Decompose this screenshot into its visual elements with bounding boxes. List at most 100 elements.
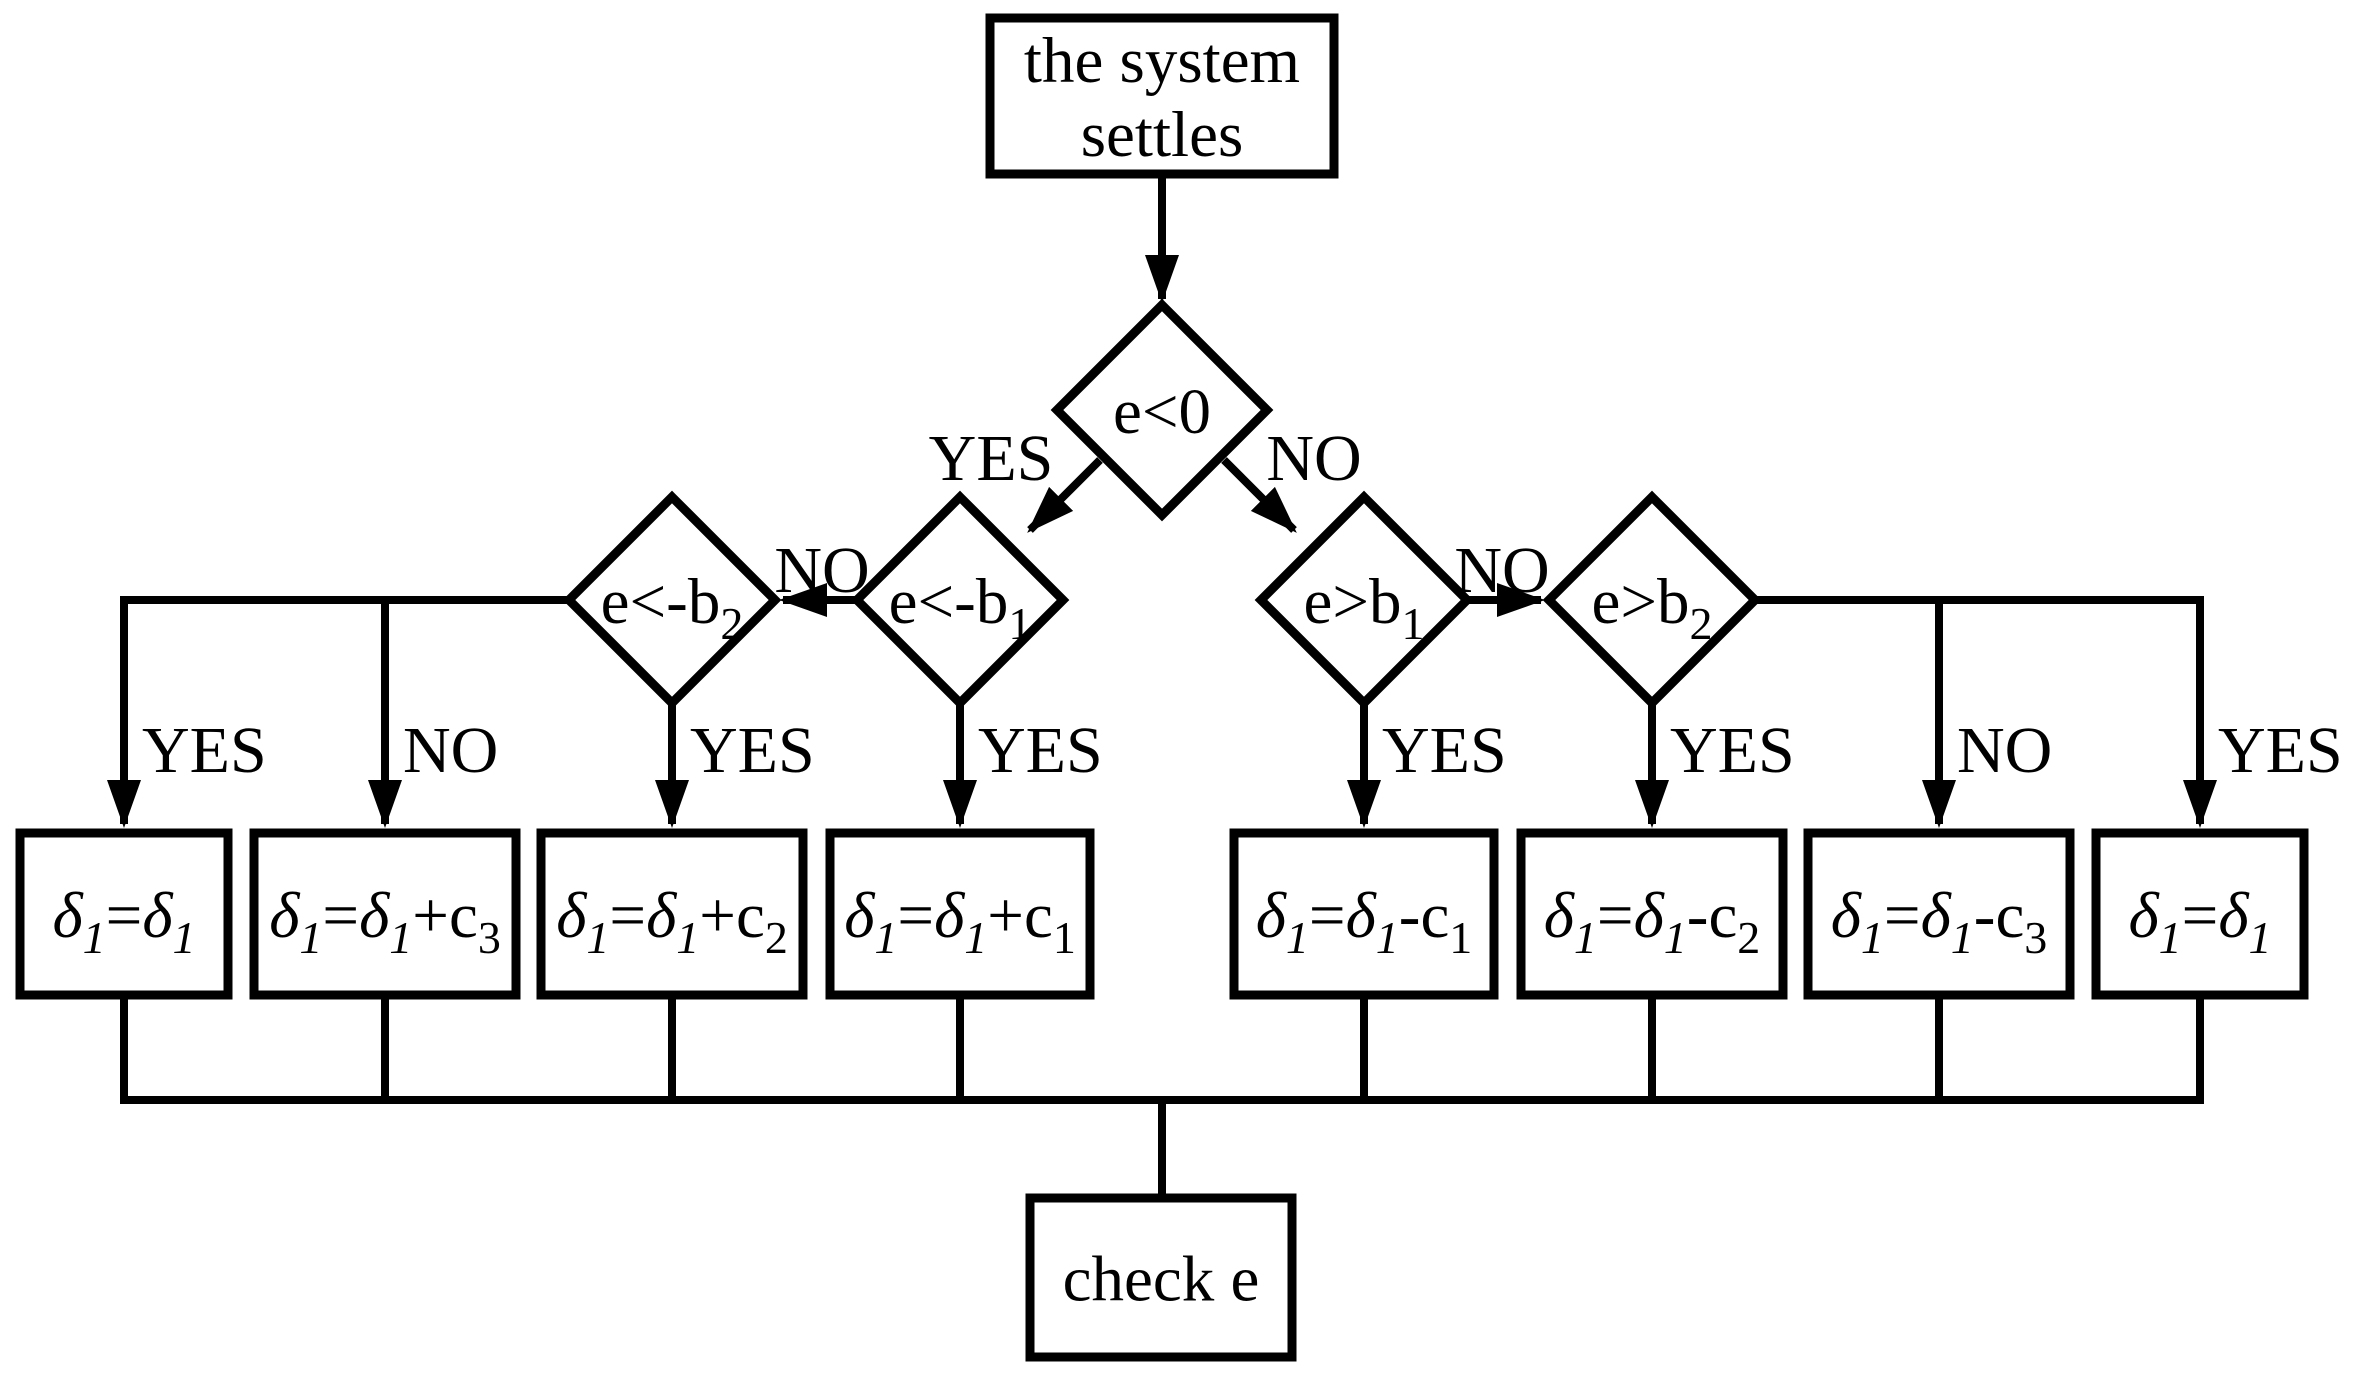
text-run: 2 — [1690, 598, 1713, 649]
edge-label-no-l6: NO — [403, 714, 498, 787]
text-run: e<0 — [1113, 376, 1211, 448]
text-run: δ — [1346, 880, 1378, 952]
decision-e-lt-neg-b1-shape — [850, 490, 1070, 710]
text-run: = — [322, 880, 359, 952]
text-run: 1 — [874, 912, 897, 963]
text-run: = — [2182, 880, 2219, 952]
edge-label-yes-l12: YES — [2218, 714, 2343, 787]
text-run: 1 — [676, 912, 699, 963]
text-run: 2 — [1737, 912, 1760, 963]
decision-e-gt-b2: e>b2 — [1542, 490, 1762, 710]
decision-e-lt-neg-b2-shape — [562, 490, 782, 710]
action-delta-minus-c2-shape — [1516, 828, 1788, 1000]
edge-label-yes-l7: YES — [690, 714, 815, 787]
text-run: 1 — [964, 912, 987, 963]
decision-e-lt-neg-b1-text: e<-b1 — [889, 566, 1032, 649]
edge-label-yes-l5: YES — [142, 714, 267, 787]
decision-e-gt-b2-shape — [1542, 490, 1762, 710]
action-delta-minus-c1-shape — [1229, 828, 1499, 1000]
text-run: δ — [1831, 880, 1863, 952]
text-run: -c — [1687, 880, 1738, 952]
text-run: e>b — [1303, 566, 1401, 638]
action-delta-unchanged-right-shape — [2091, 828, 2309, 1000]
edge-e0-no-diagonal — [1221, 457, 1297, 533]
action-delta-minus-c3-text: δ1=δ1-c3 — [1831, 880, 2048, 963]
text-run: 1 — [1449, 912, 1472, 963]
text-run: 1 — [1861, 912, 1884, 963]
edges-layer — [107, 174, 2217, 1198]
text-run: 1 — [2159, 912, 2182, 963]
action-delta-minus-c1: δ1=δ1-c1 — [1229, 828, 1499, 1000]
text-run: +c — [699, 880, 765, 952]
text-run: 2 — [765, 912, 788, 963]
text-run: check e — [1063, 1244, 1260, 1316]
edge-right-rail-yes — [1755, 596, 2217, 828]
action-delta-minus-c2: δ1=δ1-c2 — [1516, 828, 1788, 1000]
text-run: δ — [2128, 880, 2160, 952]
text-run: -c — [1974, 880, 2025, 952]
text-run: e<-b — [601, 566, 721, 638]
text-run: δ — [1256, 880, 1288, 952]
text-run: 1 — [1053, 912, 1076, 963]
text-run: = — [897, 880, 934, 952]
edge-left-rail-yes — [107, 596, 569, 828]
text-run: δ — [1544, 880, 1576, 952]
text-run: δ — [52, 880, 84, 952]
action-delta-unchanged-left-text: δ1=δ1 — [52, 880, 195, 963]
text-run: δ — [1921, 880, 1953, 952]
text-run: 1 — [1402, 598, 1425, 649]
action-delta-unchanged-right: δ1=δ1 — [2091, 828, 2309, 1000]
action-delta-plus-c2-shape — [536, 828, 808, 1000]
edge-label-no-l2: NO — [1266, 422, 1361, 495]
action-delta-minus-c1-text: δ1=δ1-c1 — [1256, 880, 1473, 963]
text-run: e>b — [1591, 566, 1689, 638]
text-run: = — [1884, 880, 1921, 952]
text-run: settles — [1081, 99, 1243, 171]
edge-label-yes-l1: YES — [929, 422, 1054, 495]
check-e-box-text: check e — [1063, 1244, 1260, 1316]
text-run: e<-b — [889, 566, 1009, 638]
text-run: δ — [269, 880, 301, 952]
start-box-shape — [985, 13, 1339, 179]
text-run: 1 — [1008, 598, 1031, 649]
decision-e-gt-b1: e>b1 — [1254, 490, 1474, 710]
text-run: δ — [646, 880, 678, 952]
action-delta-plus-c2-text: δ1=δ1+c2 — [556, 880, 788, 963]
decision-e-gt-b1-shape — [1254, 490, 1474, 710]
text-run: 1 — [299, 912, 322, 963]
text-run: 3 — [2024, 912, 2047, 963]
text-run: -c — [1399, 880, 1450, 952]
check-e-box: check e — [1025, 1193, 1297, 1362]
text-run: 1 — [2249, 912, 2272, 963]
decision-e-lt-0: e<0 — [1050, 298, 1274, 522]
action-delta-plus-c1: δ1=δ1+c1 — [825, 828, 1095, 1000]
action-delta-plus-c3-shape — [249, 828, 521, 1000]
text-run: 1 — [1951, 912, 1974, 963]
text-run: 2 — [720, 598, 743, 649]
decision-e-lt-0-text: e<0 — [1113, 376, 1211, 448]
action-delta-unchanged-left-shape — [15, 828, 233, 1000]
action-delta-plus-c3: δ1=δ1+c3 — [249, 828, 521, 1000]
decision-e-lt-neg-b1: e<-b1 — [850, 490, 1070, 710]
edge-label-no-l4: NO — [1454, 534, 1549, 607]
text-run: the system — [1024, 25, 1300, 97]
edge-label-no-l3: NO — [774, 534, 869, 607]
edge-label-yes-l9: YES — [1382, 714, 1507, 787]
decision-e-gt-b1-text: e>b1 — [1303, 566, 1424, 649]
text-run: δ — [844, 880, 876, 952]
text-run: 3 — [478, 912, 501, 963]
decision-e-lt-neg-b2: e<-b2 — [562, 490, 782, 710]
action-delta-plus-c1-shape — [825, 828, 1095, 1000]
decision-e-lt-0-shape — [1050, 298, 1274, 522]
text-run: 1 — [1574, 912, 1597, 963]
edge-label-yes-l8: YES — [978, 714, 1103, 787]
check-e-box-shape — [1025, 1193, 1297, 1362]
text-run: 1 — [1286, 912, 1309, 963]
action-delta-plus-c3-text: δ1=δ1+c3 — [269, 880, 501, 963]
text-run: δ — [2218, 880, 2250, 952]
